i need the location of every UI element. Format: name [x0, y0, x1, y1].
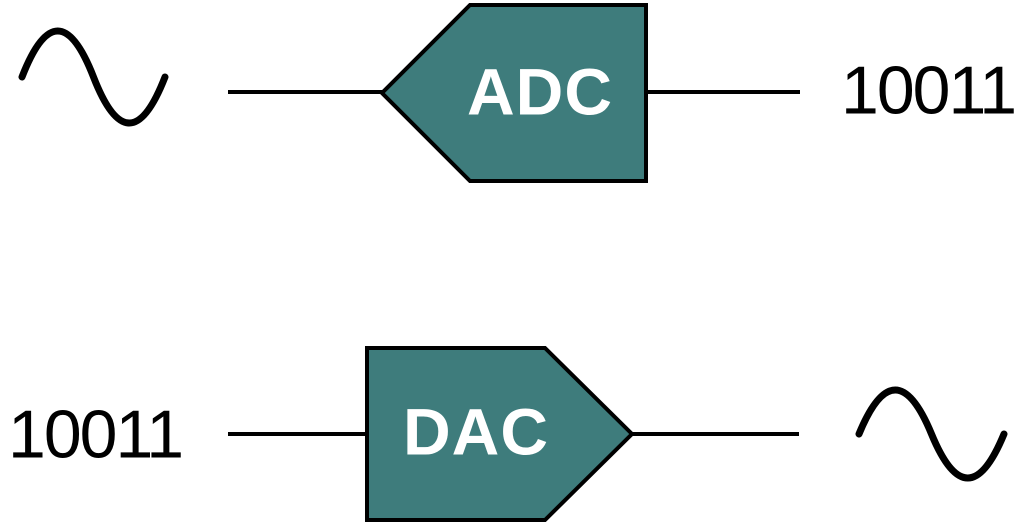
dac-block-label: DAC: [403, 394, 549, 469]
dac-output-sine-wave-icon: [855, 386, 1008, 482]
adc-input-sine-wave-icon: [18, 27, 169, 127]
dac-input-bits: 10011: [8, 396, 184, 473]
adc-block-label: ADC: [467, 54, 613, 129]
dac-block-shape: [365, 346, 635, 522]
adc-output-bits: 10011: [841, 52, 1017, 129]
